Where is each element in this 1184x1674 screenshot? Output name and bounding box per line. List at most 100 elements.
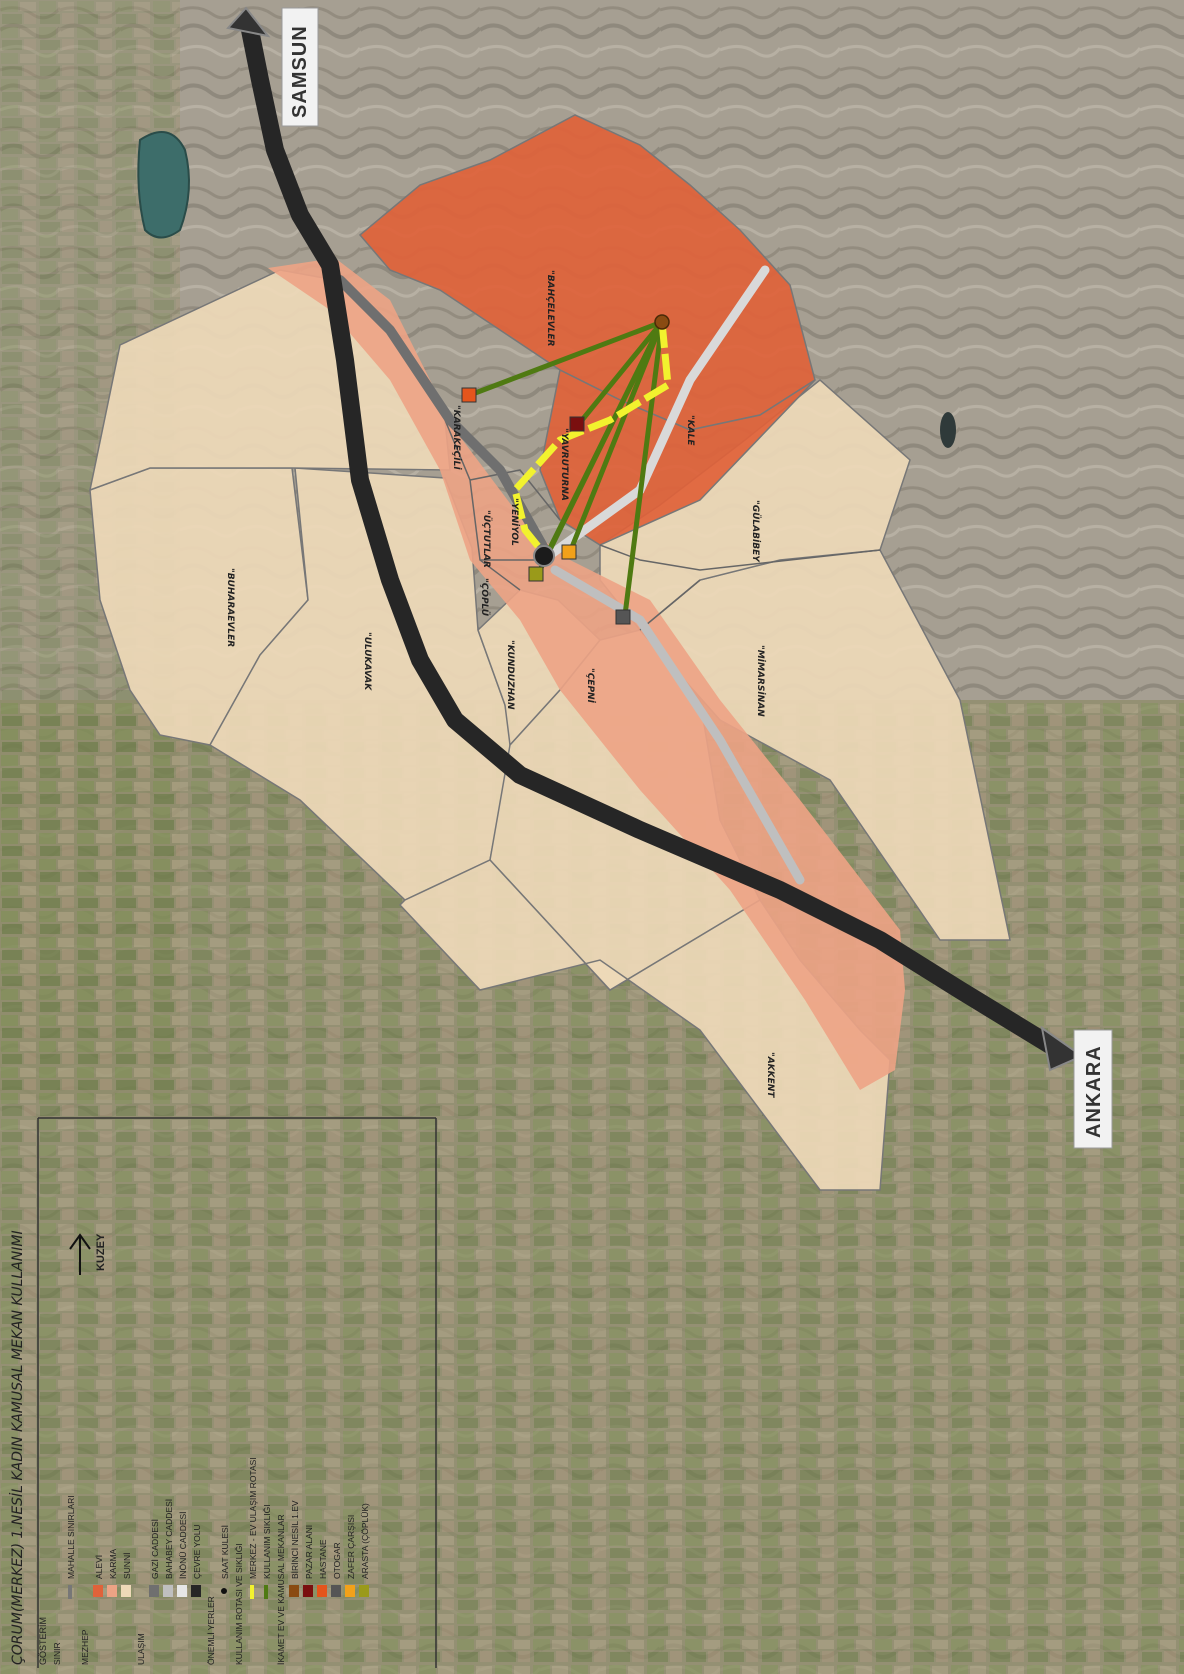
legend-swatch xyxy=(177,1585,187,1597)
legend-item: PAZAR ALANI xyxy=(303,1525,314,1597)
label-uctutlar: "ÜÇTUTLAR xyxy=(481,510,492,568)
legend-swatch xyxy=(359,1585,369,1597)
label-yavruturna: "YAVRUTURNA xyxy=(559,428,569,501)
first-generation-home-marker xyxy=(654,314,670,330)
usage-lines xyxy=(467,319,665,618)
legend-label: ALEVİ xyxy=(94,1555,104,1579)
legend-item: SAAT KULESİ xyxy=(220,1525,230,1594)
label-buharaevler: "BUHARAEVLER xyxy=(225,568,235,647)
reservoir xyxy=(137,131,190,239)
legend-items: GÖSTERİM SINIR MAHALLE SINIRLARI MEZHEP ALEV… xyxy=(38,1457,370,1665)
legend-swatch xyxy=(121,1585,131,1597)
legend-label: ARASTA (ÇÖPLÜK) xyxy=(360,1503,370,1579)
legend-label: ÇEVRE YOLU xyxy=(192,1524,202,1579)
legend-item: SINIR xyxy=(52,1642,62,1665)
label-kunduzhan: "KUNDUZHAN xyxy=(505,640,515,710)
legend-item: İKAMET EV VE KAMUSAL MEKANLAR xyxy=(276,1514,286,1665)
legend-dot xyxy=(221,1588,227,1594)
otogar-marker xyxy=(615,609,631,625)
legend-item: İNÖNÜ CADDESİ xyxy=(177,1511,188,1597)
legend-label: PAZAR ALANI xyxy=(304,1525,314,1579)
legend-label: İNÖNÜ CADDESİ xyxy=(178,1511,188,1579)
zafer-carsisi-marker xyxy=(561,544,577,560)
legend-label: BAHABEY CADDESİ xyxy=(164,1499,174,1579)
home-center-route xyxy=(511,321,672,558)
label-yeniyol: "YENİYOL xyxy=(509,498,520,546)
label-cepni: "ÇEPNİ xyxy=(585,668,596,704)
legend-label: SINIR xyxy=(52,1642,62,1665)
neighborhood-boundaries xyxy=(444,419,881,631)
legend-swatch xyxy=(345,1585,355,1597)
legend-heading: GÖSTERİM xyxy=(38,1617,48,1665)
map-title: ÇORUM(MERKEZ) 1.NESİL KADIN KAMUSAL MEKA… xyxy=(8,1230,26,1665)
north-arrowhead xyxy=(226,6,271,38)
hospital-marker xyxy=(461,387,477,403)
label-karakecili: "KARAKEÇİLİ xyxy=(451,405,462,470)
label-gulabibey: "GÜLABİBEY xyxy=(750,500,761,563)
legend-line-swatch xyxy=(264,1585,268,1599)
legend-label: MERKEZ - EV ULAŞIM ROTASI xyxy=(248,1457,258,1579)
legend-swatch xyxy=(93,1585,103,1597)
legend-item: KULLANIM ROTASI VE SIKLIĞI xyxy=(234,1543,244,1665)
bahabey-caddesi xyxy=(550,565,805,885)
legend-label: GAZİ CADDESİ xyxy=(150,1519,160,1579)
legend-item: MAHALLE SINIRLARI xyxy=(66,1495,76,1599)
legend-item: KARMA xyxy=(107,1548,118,1597)
legend-label: SUNNİ xyxy=(122,1553,132,1579)
inonu-caddesi xyxy=(545,265,770,560)
neighborhood-labels: "BAHÇELEVLER "KARAKEÇİLİ "KALE "YAVRUTUR… xyxy=(225,270,775,1098)
clock-tower-marker xyxy=(533,545,555,567)
ankara-label: ANKARA xyxy=(1083,1045,1105,1138)
legend-item: MERKEZ - EV ULAŞIM ROTASI xyxy=(248,1457,258,1599)
legend-item: BİRİNCİ NESİL 1.EV xyxy=(289,1500,300,1597)
north-arrow: KUZEY xyxy=(69,1233,107,1275)
legend-label: MAHALLE SINIRLARI xyxy=(66,1495,76,1579)
north-arrow-icon xyxy=(69,1233,91,1275)
legend-label: KULLANIM SIKLIĞI xyxy=(262,1504,272,1579)
legend-item: ALEVİ xyxy=(93,1555,104,1597)
pond xyxy=(940,412,956,448)
legend-item: HASTANE xyxy=(317,1539,328,1597)
legend-line-swatch xyxy=(250,1585,254,1599)
label-coplu: "ÇÖPLÜ xyxy=(479,578,490,617)
legend-item: ÇEVRE YOLU xyxy=(191,1524,202,1597)
alevi-zones xyxy=(358,114,816,546)
legend-label: BİRİNCİ NESİL 1.EV xyxy=(290,1500,300,1579)
legend-label: SAAT KULESİ xyxy=(220,1525,230,1579)
legend-label: KARMA xyxy=(108,1548,118,1579)
legend-swatch xyxy=(149,1585,159,1597)
ring-road xyxy=(241,21,1059,1054)
legend-swatch xyxy=(191,1585,201,1597)
label-ulukavak: "ULUKAVAK xyxy=(362,632,372,691)
legend-item: ULAŞIM xyxy=(136,1633,146,1665)
legend-line-swatch xyxy=(68,1585,72,1599)
legend-swatch xyxy=(107,1585,117,1597)
legend-swatch xyxy=(317,1585,327,1597)
legend-item: GAZİ CADDESİ xyxy=(149,1519,160,1597)
legend-label: İKAMET EV VE KAMUSAL MEKANLAR xyxy=(276,1514,286,1665)
south-arrowhead xyxy=(1040,1025,1085,1072)
legend-item: OTOGAR xyxy=(331,1542,342,1597)
legend-swatch xyxy=(303,1585,313,1597)
legend-label: ÖNEMLİ YERLER xyxy=(206,1596,216,1665)
label-akkent: "AKKENT xyxy=(765,1052,775,1098)
legend-swatch xyxy=(163,1585,173,1597)
legend-item: SUNNİ xyxy=(121,1553,132,1597)
legend-item: MEZHEP xyxy=(80,1629,90,1665)
ankara-label-box: ANKARA xyxy=(1073,1029,1113,1149)
legend-label: ZAFER ÇARŞISI xyxy=(346,1515,356,1579)
label-bahcelevler: "BAHÇELEVLER xyxy=(545,270,555,347)
north-label: KUZEY xyxy=(95,1233,107,1271)
legend-item: BAHABEY CADDESİ xyxy=(163,1499,174,1597)
legend-item: ÖNEMLİ YERLER xyxy=(206,1596,216,1665)
legend-label: MEZHEP xyxy=(80,1629,90,1665)
label-mimarsinan: "MİMARSİNAN xyxy=(755,645,766,717)
legend-label: ULAŞIM xyxy=(136,1633,146,1665)
legend-swatch xyxy=(289,1585,299,1597)
arasta-marker xyxy=(528,566,544,582)
market-area-marker xyxy=(569,416,585,432)
legend-swatch xyxy=(331,1585,341,1597)
legend-item: ARASTA (ÇÖPLÜK) xyxy=(359,1503,370,1597)
label-kale: "KALE xyxy=(685,415,695,446)
